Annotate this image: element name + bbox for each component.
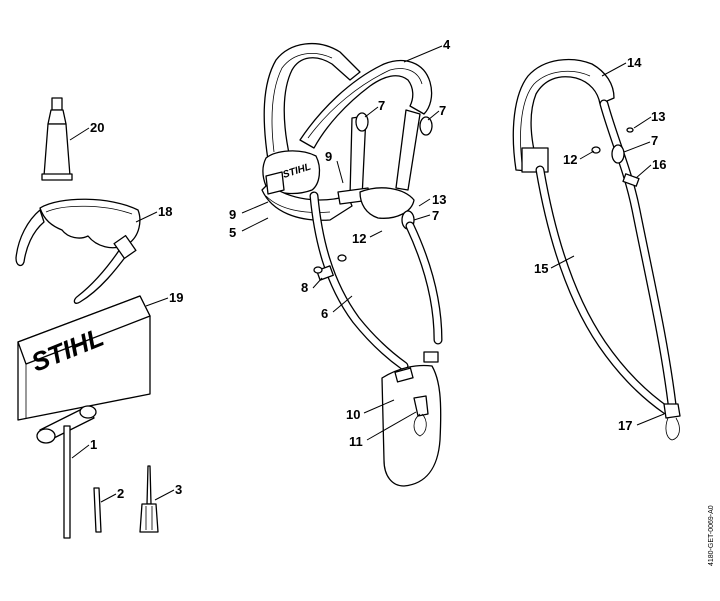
tool-bag-part: STIHL	[17, 295, 151, 421]
callout-labels: 4 7 7 9 9 5 13 7 12 8 6 10 11 14 13 7 12…	[90, 37, 666, 501]
callout-13b: 13	[651, 109, 665, 124]
single-strap-part	[535, 99, 681, 441]
callout-9a: 9	[325, 149, 332, 164]
callout-7a: 7	[378, 98, 385, 113]
callout-10: 10	[346, 407, 360, 422]
callout-19: 19	[169, 290, 183, 305]
callout-20: 20	[90, 120, 104, 135]
callout-12b: 12	[563, 152, 577, 167]
harness-hip-strap-part	[309, 191, 443, 371]
callout-16: 16	[652, 157, 666, 172]
callout-13a: 13	[432, 192, 446, 207]
callout-3: 3	[175, 482, 182, 497]
callout-15: 15	[534, 261, 548, 276]
safety-glasses-part	[15, 198, 141, 304]
grease-tube-part	[41, 97, 73, 181]
callout-11: 11	[349, 434, 363, 449]
callout-18: 18	[158, 204, 172, 219]
drawing-code: 4180-GET-0069-A0	[708, 505, 715, 566]
screwdriver-part	[139, 465, 159, 533]
hip-plate-part	[381, 351, 442, 487]
harness-shoulder-straps-part: STIHL	[261, 42, 433, 230]
callout-1: 1	[90, 437, 97, 452]
combination-wrench-part	[36, 405, 97, 539]
callout-12a: 12	[352, 231, 366, 246]
callout-2: 2	[117, 486, 124, 501]
callout-8: 8	[301, 280, 308, 295]
pin-part	[93, 487, 102, 533]
callout-4: 4	[443, 37, 451, 52]
callout-5: 5	[229, 225, 236, 240]
callout-17: 17	[618, 418, 632, 433]
callout-9b: 9	[229, 207, 236, 222]
callout-7b: 7	[439, 103, 446, 118]
leader-lines	[69, 45, 665, 503]
callout-6: 6	[321, 306, 328, 321]
callout-7c: 7	[432, 208, 439, 223]
callout-7d: 7	[651, 133, 658, 148]
callout-14: 14	[627, 55, 642, 70]
